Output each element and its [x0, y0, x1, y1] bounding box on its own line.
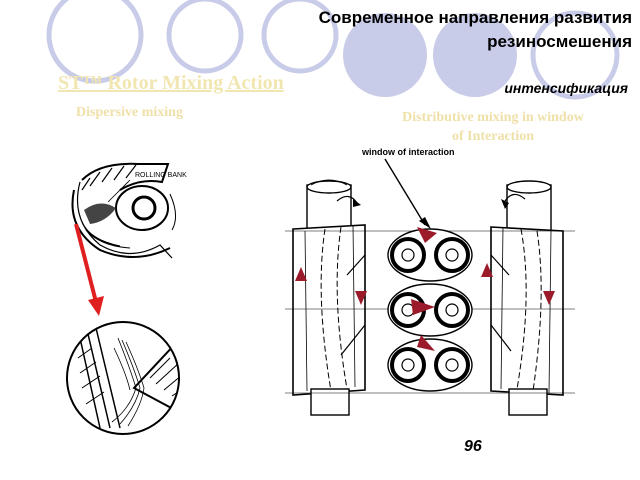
rolling-bank	[84, 203, 116, 224]
window-interaction-diagram	[285, 158, 575, 416]
decor-circle	[166, 0, 244, 74]
zoomed-detail-diagram	[66, 321, 180, 435]
chamber-hatch	[76, 164, 173, 259]
cross-section-row	[387, 228, 473, 282]
shear-flow-lines	[111, 337, 145, 427]
decor-circle	[433, 13, 517, 97]
rotor-hub	[131, 195, 157, 221]
tip-hatch	[149, 357, 179, 397]
cross-sections	[387, 228, 473, 392]
decor-circle	[261, 0, 339, 74]
flow-marker	[295, 267, 307, 281]
intensification-label: интенсификация	[504, 80, 628, 96]
detail-circle-outline	[66, 321, 180, 435]
decorative-circles	[46, 0, 620, 100]
page-number: 96	[464, 438, 482, 455]
arrow-shaft	[74, 223, 98, 303]
rolling-bank-diagram	[71, 162, 176, 259]
cross-section-row	[387, 283, 473, 337]
rolling-bank-label: ROLLING BANK	[135, 172, 187, 179]
decor-circle	[46, 0, 144, 84]
chamber-bottom	[71, 189, 171, 259]
dispersive-mixing-label: Dispersive mixing	[76, 105, 183, 120]
decor-circle	[343, 13, 427, 97]
flow-marker	[543, 291, 555, 305]
right-rotor	[490, 180, 564, 416]
flow-marker	[417, 227, 437, 243]
bank-leader-line	[107, 179, 131, 203]
window-leader-arrow	[384, 158, 426, 226]
cross-section-row	[387, 338, 473, 392]
flow-lines	[81, 193, 176, 249]
flow-marker	[411, 299, 435, 315]
flow-marker	[417, 335, 435, 351]
window-leader-head	[419, 217, 431, 229]
wall-hatch	[77, 347, 105, 405]
decor-circle	[530, 10, 620, 100]
distributive-mixing-label: Distributive mixing in window of Interac…	[402, 110, 584, 144]
left-rotor	[292, 179, 366, 416]
zoom-arrow	[74, 223, 104, 316]
flow-marker	[355, 291, 367, 305]
flow-marker	[481, 263, 493, 277]
chamber-wall	[81, 162, 170, 191]
rotor-heading: ST™ Rotor Mixing Action	[58, 72, 284, 94]
slide-title: Современное направления развития резинос…	[318, 8, 632, 51]
window-of-interaction-label: window of interaction	[362, 147, 455, 157]
flow-markers	[295, 227, 555, 351]
arrow-head	[88, 296, 104, 316]
